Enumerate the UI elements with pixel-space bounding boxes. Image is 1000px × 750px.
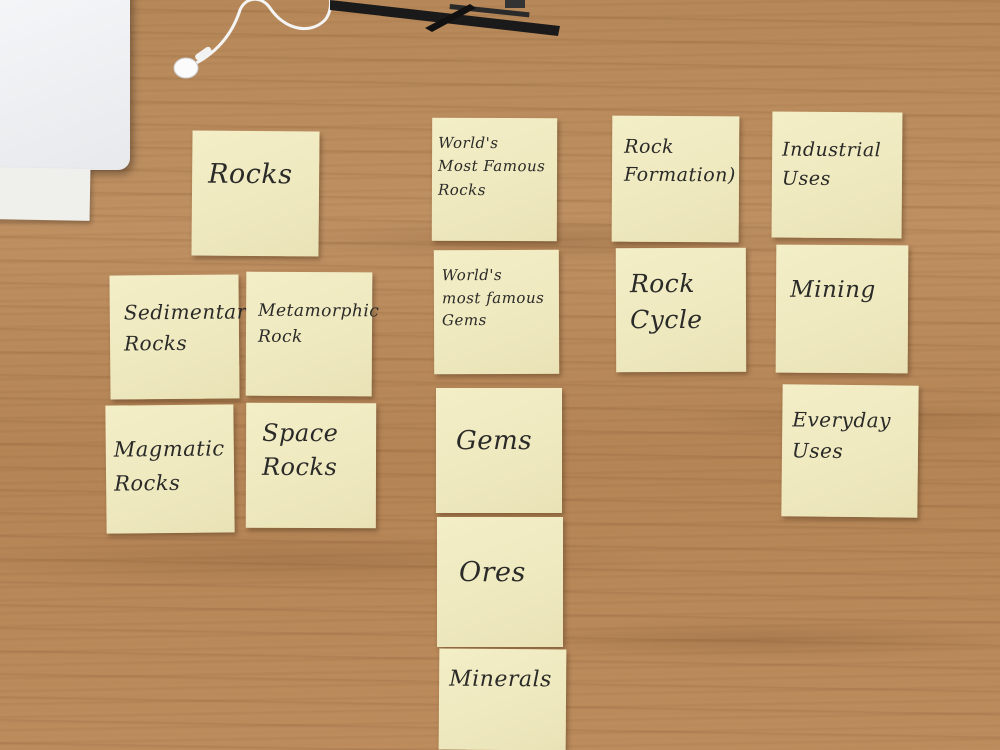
pen-icon	[330, 0, 560, 36]
earbud-icon	[173, 46, 212, 79]
note-label: Ores	[459, 557, 526, 588]
sticky-note-space[interactable]: Space Rocks	[245, 402, 377, 529]
desk-accessories	[173, 0, 560, 79]
note-label: Sedimentary Rocks	[123, 299, 259, 356]
note-label: World's most famous Gems	[441, 265, 545, 330]
sticky-note-mining[interactable]: Mining	[775, 244, 909, 374]
note-label: Everyday Uses	[791, 407, 892, 463]
paper-sheet	[0, 167, 91, 221]
sticky-note-minerals[interactable]: Minerals	[438, 648, 567, 750]
sticky-note-rock-cycle[interactable]: Rock Cycle	[615, 247, 747, 373]
sticky-note-rocks[interactable]: Rocks	[191, 130, 320, 257]
note-label: Rocks	[208, 158, 293, 191]
note-label: Gems	[456, 426, 533, 456]
note-label: Minerals	[449, 666, 552, 693]
sticky-note-everyday-uses[interactable]: Everyday Uses	[781, 384, 919, 518]
sticky-note-gems[interactable]: Gems	[436, 388, 562, 513]
note-label: Space Rocks	[261, 418, 339, 481]
note-label: Magmatic Rocks	[113, 436, 225, 496]
sticky-note-magmatic[interactable]: Magmatic Rocks	[105, 404, 235, 534]
laptop	[0, 0, 130, 170]
note-label: World's Most Famous Rocks	[437, 133, 546, 199]
sticky-note-rock-formation[interactable]: Rock Formation)	[611, 115, 740, 243]
sticky-note-ores[interactable]: Ores	[437, 517, 563, 647]
sticky-note-famous-gems[interactable]: World's most famous Gems	[433, 249, 560, 375]
note-label: Rock Cycle	[629, 268, 703, 335]
sticky-note-metamorphic[interactable]: Metamorphic Rock	[245, 271, 380, 397]
sticky-note-sedimentary[interactable]: Sedimentary Rocks	[109, 274, 259, 400]
sticky-note-famous-rocks[interactable]: World's Most Famous Rocks	[431, 117, 558, 242]
note-label: Rock Formation)	[623, 135, 736, 186]
note-label: Mining	[790, 276, 876, 304]
note-label: Metamorphic Rock	[257, 300, 380, 348]
sticky-note-industrial-uses[interactable]: Industrial Uses	[771, 111, 903, 239]
earphone-cable	[189, 0, 333, 68]
note-label: Industrial Uses	[781, 138, 882, 190]
